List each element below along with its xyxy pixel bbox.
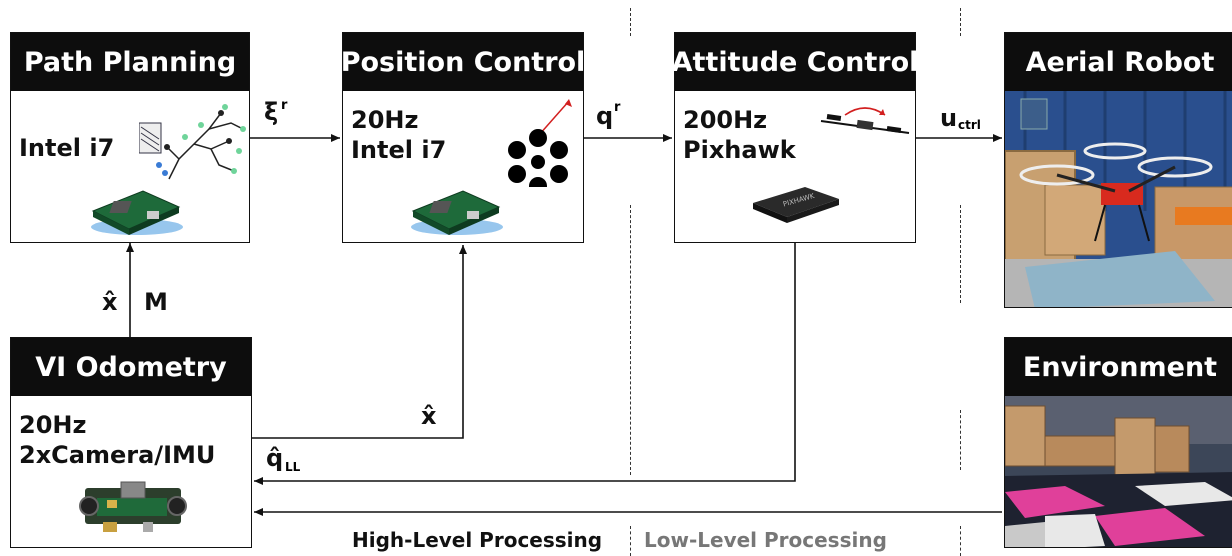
q-ll-label: q̂ bbox=[266, 444, 284, 472]
q-ll-subscript: LL bbox=[285, 460, 301, 474]
separator-mid-1 bbox=[630, 205, 631, 475]
x-hat-up-label: x̂ bbox=[102, 288, 118, 316]
environment-photo bbox=[1005, 396, 1232, 547]
separator-top-2 bbox=[960, 8, 961, 36]
wire-attitude-to-odometry bbox=[254, 243, 796, 485]
u-ctrl-subscript: ctrl bbox=[958, 118, 981, 132]
u-ctrl-label: u bbox=[940, 104, 958, 132]
separator-mid-3 bbox=[960, 410, 961, 470]
position-control-block: Position Control 20Hz Intel i7 bbox=[341, 32, 585, 243]
attitude-drone-icon bbox=[820, 107, 910, 134]
separator-top-1 bbox=[630, 8, 631, 36]
aerial-robot-block: Aerial Robot bbox=[1004, 32, 1232, 308]
path-tree-icon bbox=[139, 104, 246, 180]
x-hat-bottom-label: x̂ bbox=[421, 402, 437, 430]
vi-odometry-spec: 20Hz 2xCamera/IMU bbox=[19, 411, 216, 469]
q-ref-superscript: r bbox=[614, 100, 621, 115]
map-label: M bbox=[144, 288, 168, 316]
wire-odometry-to-position bbox=[252, 245, 467, 439]
position-control-spec: 20Hz Intel i7 bbox=[351, 106, 447, 164]
aerial-robot-title: Aerial Robot bbox=[1005, 33, 1232, 91]
attitude-control-block: Attitude Control 200Hz Pixhawk PIXHAWK bbox=[672, 32, 918, 243]
path-planning-block: Path Planning Intel i7 bbox=[10, 32, 250, 243]
aerial-robot-photo bbox=[1005, 91, 1232, 307]
path-planning-processor: Intel i7 bbox=[19, 134, 115, 162]
pixhawk-icon: PIXHAWK bbox=[753, 187, 839, 223]
separator-bottom-1 bbox=[630, 526, 631, 556]
position-control-title: Position Control bbox=[341, 33, 585, 91]
vi-odometry-block: VI Odometry 20Hz 2xCamera/IMU bbox=[10, 337, 252, 548]
computer-board-icon bbox=[411, 190, 503, 235]
attitude-control-title: Attitude Control bbox=[672, 33, 918, 91]
vi-odometry-title: VI Odometry bbox=[11, 338, 251, 396]
environment-block: Environment bbox=[1004, 337, 1232, 548]
hexacopter-icon bbox=[508, 99, 572, 187]
separator-mid-2 bbox=[960, 205, 961, 303]
q-ref-label: q bbox=[596, 102, 614, 130]
separator-bottom-2 bbox=[960, 526, 961, 556]
xi-ref-superscript: r bbox=[281, 98, 288, 113]
low-level-processing-label: Low-Level Processing bbox=[644, 528, 887, 552]
stereo-camera-icon bbox=[79, 481, 187, 532]
high-level-processing-label: High-Level Processing bbox=[352, 528, 603, 552]
attitude-control-spec: 200Hz Pixhawk bbox=[683, 106, 796, 164]
path-planning-title: Path Planning bbox=[11, 33, 249, 91]
xi-ref-label: ξ bbox=[264, 98, 279, 126]
computer-board-icon bbox=[91, 190, 183, 235]
environment-title: Environment bbox=[1005, 338, 1232, 396]
